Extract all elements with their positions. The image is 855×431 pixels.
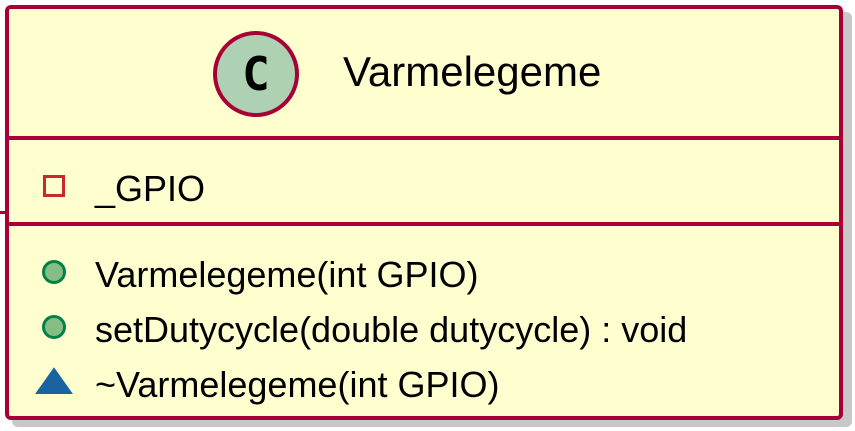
class-header: C Varmelegeme xyxy=(9,9,839,140)
public-circle-icon xyxy=(42,315,66,339)
field-label: _GPIO xyxy=(95,168,206,209)
field-row: _GPIO xyxy=(9,163,839,215)
private-square-icon xyxy=(43,175,65,197)
method-label: ~Varmelegeme(int GPIO) xyxy=(95,364,500,405)
method-row: setDutycycle(double dutycycle) : void xyxy=(9,304,839,356)
method-label: Varmelegeme(int GPIO) xyxy=(95,254,479,295)
header-divider xyxy=(9,136,839,140)
class-name: Varmelegeme xyxy=(343,48,602,95)
method-row: Varmelegeme(int GPIO) xyxy=(9,249,839,301)
method-row: ~Varmelegeme(int GPIO) xyxy=(9,359,839,411)
public-circle-icon xyxy=(42,260,66,284)
class-stereotype-icon: C xyxy=(213,31,299,117)
class-box[interactable]: C Varmelegeme _GPIO Varmelegeme(int GPIO… xyxy=(5,5,843,420)
protected-triangle-icon xyxy=(35,367,73,394)
class-stereotype-letter: C xyxy=(242,47,270,101)
fields-divider xyxy=(9,222,839,226)
method-label: setDutycycle(double dutycycle) : void xyxy=(95,309,688,350)
